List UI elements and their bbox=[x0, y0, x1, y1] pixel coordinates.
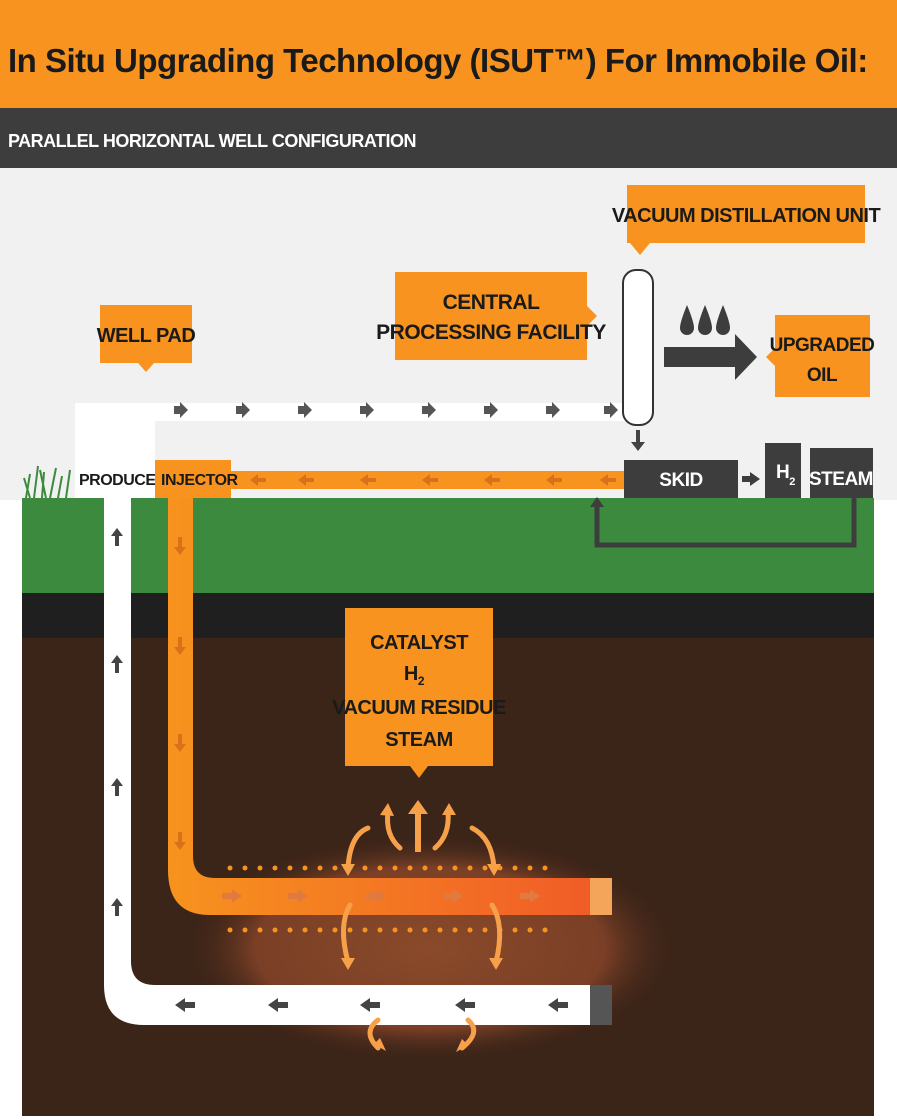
h2-label: H2 bbox=[776, 462, 795, 488]
producer-surface-arrows bbox=[174, 402, 618, 418]
cpf-label-box bbox=[395, 272, 587, 360]
grass-tuft-icon bbox=[23, 465, 71, 499]
injection-h2: H2 bbox=[404, 663, 425, 688]
producer-horizontal-arrows bbox=[175, 998, 568, 1012]
injection-steam: STEAM bbox=[385, 729, 453, 751]
injection-info-pointer bbox=[410, 766, 428, 778]
injector-surface-arrows bbox=[250, 474, 616, 486]
h2-box bbox=[765, 443, 801, 498]
reservoir-glow bbox=[180, 833, 680, 1063]
injection-info-box bbox=[345, 608, 493, 766]
oil-drops-icon bbox=[680, 305, 730, 335]
injection-catalyst: CATALYST bbox=[370, 632, 468, 654]
steam-label: STEAM bbox=[809, 469, 873, 490]
column-to-skid-arrow bbox=[631, 430, 645, 451]
producer-surface-line bbox=[75, 403, 625, 421]
header-band bbox=[0, 0, 897, 108]
upgraded-oil-line1: UPGRADED bbox=[770, 335, 875, 356]
injector-well-toe bbox=[590, 878, 612, 915]
page-title: In Situ Upgrading Technology (ISUT™) For… bbox=[8, 42, 868, 79]
flow-arrowheads bbox=[341, 800, 503, 1052]
injector-label: INJECTOR bbox=[161, 472, 239, 489]
page-subtitle: PARALLEL HORIZONTAL WELL CONFIGURATION bbox=[8, 131, 416, 151]
flow-curve-arrows bbox=[341, 809, 503, 1051]
cpf-label-line2: PROCESSING FACILITY bbox=[376, 321, 606, 344]
upgraded-oil-pointer bbox=[766, 348, 775, 366]
injection-vacuum-residue: VACUUM RESIDUE bbox=[332, 697, 506, 719]
skid-label: SKID bbox=[659, 470, 702, 491]
steam-loop-line bbox=[594, 498, 857, 548]
well-pad-label-box bbox=[100, 305, 192, 363]
cpf-pointer bbox=[587, 306, 597, 326]
steam-loop-arrowhead bbox=[590, 497, 604, 507]
subtitle-band bbox=[0, 108, 897, 168]
vdu-pointer bbox=[630, 243, 650, 255]
producer-well-toe bbox=[590, 985, 612, 1025]
injector-horizontal-arrows bbox=[222, 889, 540, 903]
well-pad-label: WELL PAD bbox=[97, 325, 196, 347]
distillation-column bbox=[622, 269, 654, 426]
injector-down-arrows bbox=[174, 537, 186, 850]
vdu-label: VACUUM DISTILLATION UNIT bbox=[612, 205, 881, 227]
upgraded-oil-arrow bbox=[664, 334, 757, 380]
steam-box bbox=[810, 448, 873, 498]
upgraded-oil-box bbox=[775, 315, 870, 397]
cpf-label-line1: CENTRAL bbox=[443, 291, 540, 314]
producer-up-arrows bbox=[111, 528, 123, 916]
producer-label-box bbox=[75, 460, 155, 498]
upgraded-oil-line2: OIL bbox=[807, 365, 838, 386]
h2-to-skid-arrow bbox=[742, 472, 760, 486]
injector-surface-line bbox=[155, 471, 625, 489]
injector-label-box bbox=[155, 460, 231, 498]
well-pad-pointer bbox=[138, 363, 154, 372]
producer-label: PRODUCER bbox=[79, 472, 168, 489]
vdu-label-box bbox=[627, 185, 865, 243]
skid-box bbox=[624, 460, 738, 498]
